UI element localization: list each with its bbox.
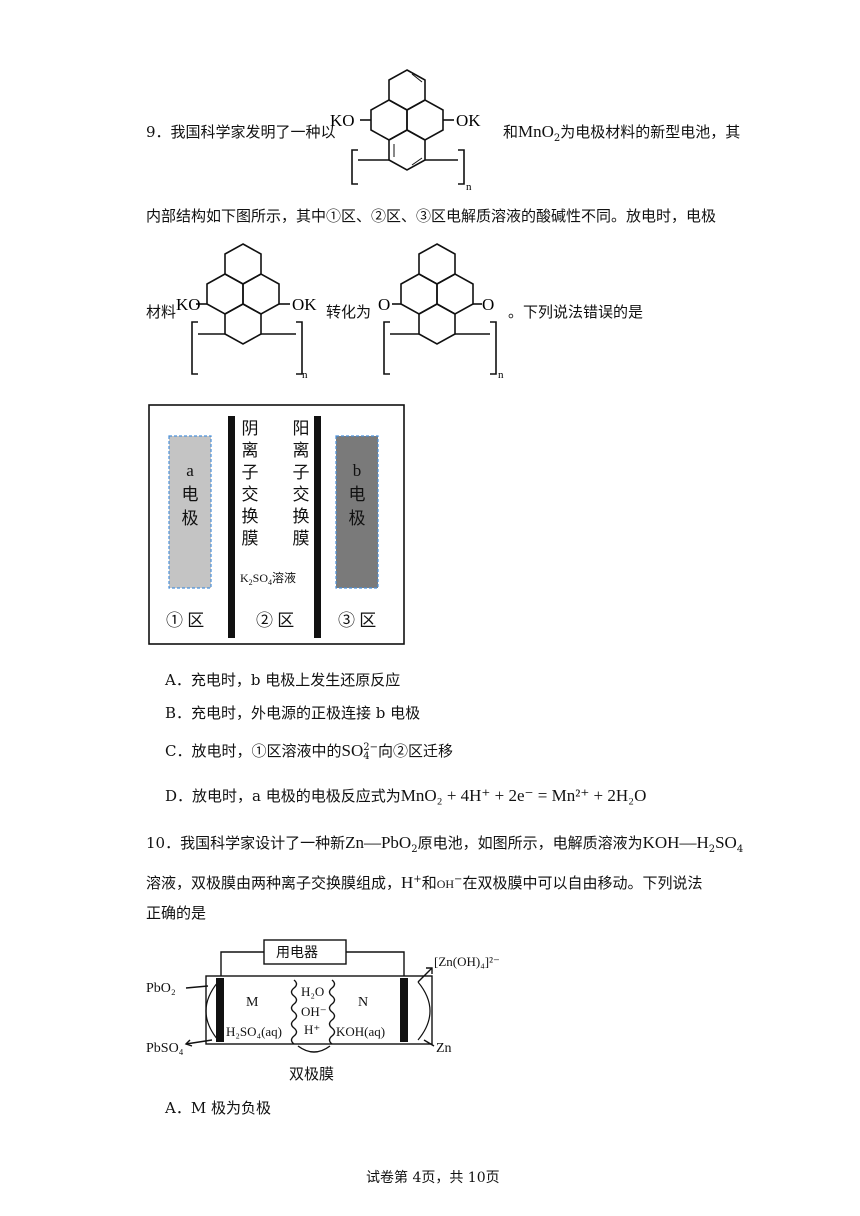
page-footer: 试卷第 4页，共 10页 xyxy=(366,1170,500,1186)
svg-text:a: a xyxy=(186,461,194,480)
ko-label: KO xyxy=(330,111,355,130)
h2so4-label: H₂SO₄(aq) xyxy=(226,1024,282,1039)
b-electrode xyxy=(335,435,379,589)
q9-line1: 9．我国科学家发明了一种以 xyxy=(146,123,336,141)
svg-text:子: 子 xyxy=(242,463,259,482)
zone-1-label: ① 区 xyxy=(166,611,204,630)
pbo2-electrode xyxy=(216,978,224,1042)
structure-ko-ok-polymer: KO OK n xyxy=(330,69,481,193)
hplus-label: H⁺ xyxy=(304,1022,320,1037)
svg-text:极: 极 xyxy=(182,509,199,528)
koh-label: KOH(aq) xyxy=(336,1024,385,1039)
q10-option-a: A．M 极为负极 xyxy=(165,1099,271,1117)
svg-text:O: O xyxy=(482,295,494,314)
q9-line1-b: 和MnO2为电极材料的新型电池，其 xyxy=(503,122,741,144)
svg-text:KO: KO xyxy=(176,295,201,314)
pbo2-label: PbO₂ xyxy=(146,981,176,996)
q9-option-d: D．放电时，a 电极的电极反应式为MnO₂ + 4H⁺ + 2e⁻ = Mn²⁺… xyxy=(165,786,647,805)
device-label: 用电器 xyxy=(276,945,318,961)
pbso4-label: PbSO₄ xyxy=(146,1041,184,1056)
k2so4-label: K2SO4溶液 xyxy=(240,570,296,587)
zone-2-label: ② 区 xyxy=(256,611,294,630)
structure-ko-ok-polymer-2: KO OK n xyxy=(176,243,317,381)
structure-quinone-polymer: O O n xyxy=(378,243,504,381)
svg-text:膜: 膜 xyxy=(293,529,310,548)
zincate-label: [Zn(OH)₄]²⁻ xyxy=(434,954,500,969)
svg-text:OK: OK xyxy=(292,295,317,314)
q10-line3: 正确的是 xyxy=(146,904,207,922)
svg-text:换: 换 xyxy=(293,507,310,526)
svg-text:膜: 膜 xyxy=(242,529,259,548)
svg-text:电: 电 xyxy=(182,485,199,504)
h2o-label: H₂O xyxy=(301,984,324,999)
svg-text:极: 极 xyxy=(349,509,366,528)
bipolar-membrane-label: 双极膜 xyxy=(289,1065,335,1083)
a-electrode xyxy=(168,435,212,589)
svg-text:离: 离 xyxy=(293,441,310,460)
svg-text:阳: 阳 xyxy=(293,419,310,438)
q9-line3-b: 转化为 xyxy=(326,303,372,321)
q9-line3-c: 。下列说法错误的是 xyxy=(508,303,644,321)
zn-electrode xyxy=(400,978,408,1042)
q10-line2: 溶液，双极膜由两种离子交换膜组成，H+和OH−在双极膜中可以自由移动。下列说法 xyxy=(146,873,703,892)
ok-label: OK xyxy=(456,111,481,130)
cation-membrane xyxy=(314,416,321,638)
svg-text:n: n xyxy=(302,369,308,381)
anion-membrane xyxy=(228,416,235,638)
n-label: N xyxy=(358,995,368,1010)
q9-option-b: B．充电时，外电源的正极连接 b 电极 xyxy=(165,704,421,722)
n-label: n xyxy=(466,181,472,193)
zone-3-label: ③ 区 xyxy=(338,611,376,630)
q9-line2: 内部结构如下图所示，其中①区、②区、③区电解质溶液的酸碱性不同。放电时，电极 xyxy=(146,207,717,225)
svg-text:子: 子 xyxy=(293,463,310,482)
svg-text:电: 电 xyxy=(349,485,366,504)
svg-text:n: n xyxy=(498,369,504,381)
oh-label: OH⁻ xyxy=(301,1004,327,1019)
svg-text:换: 换 xyxy=(242,507,259,526)
svg-text:b: b xyxy=(353,461,362,480)
m-label: M xyxy=(246,995,259,1010)
svg-text:阴: 阴 xyxy=(242,419,259,438)
svg-text:交: 交 xyxy=(242,485,259,504)
q9-cell-diagram: a 电 极 b 电 极 阴 离 子 交 换 膜 阳 离 子 交 换 膜 K2SO… xyxy=(148,404,405,645)
svg-text:O: O xyxy=(378,295,390,314)
svg-text:离: 离 xyxy=(242,441,259,460)
q10-cell-diagram: 用电器 PbO₂ PbSO₄ M N H₂SO₄(aq) KOH(aq) H₂O… xyxy=(146,939,500,1056)
q10-line1: 10．我国科学家设计了一种新Zn—PbO2原电池，如图所示，电解质溶液为KOH—… xyxy=(146,833,744,855)
q9-option-a: A．充电时，b 电极上发生还原反应 xyxy=(165,671,401,689)
q9-line3-a: 材料 xyxy=(146,303,177,321)
svg-text:交: 交 xyxy=(293,485,310,504)
zn-label: Zn xyxy=(436,1041,452,1056)
